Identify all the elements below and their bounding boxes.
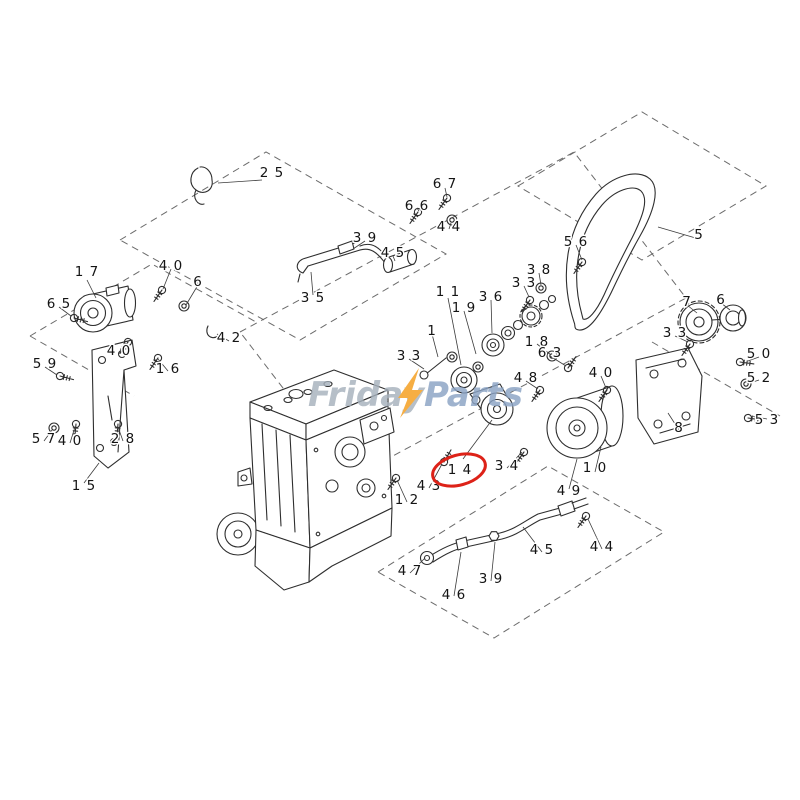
part-number: 1 7 — [75, 264, 99, 280]
part-number: 3 3 — [512, 275, 536, 291]
part-number: 3 9 — [479, 571, 503, 587]
part-number: 6 — [193, 274, 203, 290]
part-number: 1 — [427, 323, 437, 339]
part-labels-layer: 2 56 76 64 43 94 555 63 83 33 61 11 93 5… — [30, 164, 779, 605]
part-number: 5 9 — [33, 356, 57, 372]
part-number: 4 3 — [417, 478, 441, 494]
engine-block-drawing — [216, 369, 395, 591]
part-number: 4 9 — [557, 483, 581, 499]
part-number: 4 0 — [589, 365, 613, 381]
part-number: 1 2 — [395, 492, 419, 508]
part-number: 6 3 — [538, 345, 562, 361]
part-number: 5 0 — [747, 346, 771, 362]
breather-tube-drawing — [296, 240, 418, 283]
part-number: 4 4 — [437, 219, 461, 235]
part-number: 5 6 — [564, 234, 588, 250]
part-number: 4 0 — [107, 343, 131, 359]
part-number: 5 7 — [32, 431, 56, 447]
part-number: 5 3 — [755, 412, 779, 428]
part-number: 4 5 — [381, 245, 405, 261]
part-number: 4 8 — [514, 370, 538, 386]
lightning-bolt-icon — [398, 368, 423, 418]
bracket-drawing — [91, 339, 137, 469]
part-number: 6 7 — [433, 176, 457, 192]
part-number: 2 8 — [111, 431, 135, 447]
fasteners-drawing — [48, 192, 763, 531]
part-number: 3 3 — [397, 348, 421, 364]
oil-tube-drawing — [419, 497, 589, 566]
part-number: 7 — [682, 294, 692, 310]
part-number: 1 6 — [156, 361, 180, 377]
part-number: 3 8 — [527, 262, 551, 278]
watermark: Friday Parts — [308, 368, 523, 418]
part-number: 3 9 — [353, 230, 377, 246]
part-number: 4 5 — [530, 542, 554, 558]
part-number: 1 8 — [525, 334, 549, 350]
idler-bracket-drawing — [635, 347, 703, 445]
flywheel-icon — [216, 512, 260, 556]
gears-drawing — [677, 300, 747, 344]
highlighted-part-number: 1 4 — [448, 462, 472, 478]
part-number: 6 5 — [47, 296, 71, 312]
leader-lines — [43, 179, 768, 597]
part-number: 4 7 — [398, 563, 422, 579]
tensioner-pulley-icon — [469, 383, 514, 426]
part-number: 6 — [716, 292, 726, 308]
part-number: 1 5 — [72, 478, 96, 494]
part-number: 3 6 — [479, 289, 503, 305]
pulley-train-drawing — [419, 294, 557, 426]
part-number: 2 5 — [260, 165, 284, 181]
fan-pulley-drawing — [546, 385, 624, 459]
compressor-drawing — [73, 284, 137, 333]
clamp-icon — [206, 325, 219, 339]
part-number: 4 4 — [590, 539, 614, 555]
part-number: 4 0 — [58, 433, 82, 449]
highlight-ellipse — [431, 452, 487, 488]
part-number: 5 — [694, 227, 704, 243]
part-number: 4 2 — [217, 330, 241, 346]
part-number: 5 2 — [747, 370, 771, 386]
part-number: 4 0 — [159, 258, 183, 274]
part-number: 3 5 — [301, 290, 325, 306]
part-number: 8 — [674, 420, 684, 436]
part-number: 3 4 — [495, 458, 519, 474]
clip-drawing — [190, 166, 213, 205]
part-number: 4 6 — [442, 587, 466, 603]
belt-drawing — [565, 173, 656, 331]
part-number: 1 1 — [436, 284, 460, 300]
watermark-text-right: Parts — [424, 375, 523, 415]
part-number: 6 6 — [405, 198, 429, 214]
part-number: 1 9 — [452, 300, 476, 316]
part-number: 3 3 — [663, 325, 687, 341]
part-number: 1 0 — [583, 460, 607, 476]
